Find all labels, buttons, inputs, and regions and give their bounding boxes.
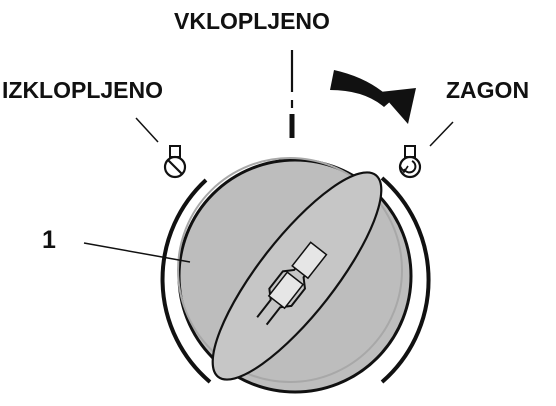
- left-range-arc: [160, 178, 212, 384]
- knob-shading: [177, 157, 403, 383]
- callout-leader-line: [83, 242, 191, 263]
- callout-number: 1: [42, 226, 56, 254]
- off-leader-line: [135, 117, 159, 143]
- on-position-label: VKLOPLJENO: [174, 8, 330, 34]
- key-slot: [211, 171, 383, 381]
- key-off-icon: [163, 145, 187, 179]
- curved-arrow-icon: [330, 70, 416, 124]
- right-range-arc: [380, 176, 431, 384]
- off-position-label: IZKLOPLJENO: [2, 77, 164, 103]
- start-position-label: ZAGON: [446, 77, 530, 103]
- key-start-icon: [398, 145, 422, 179]
- start-leader-line: [429, 121, 454, 147]
